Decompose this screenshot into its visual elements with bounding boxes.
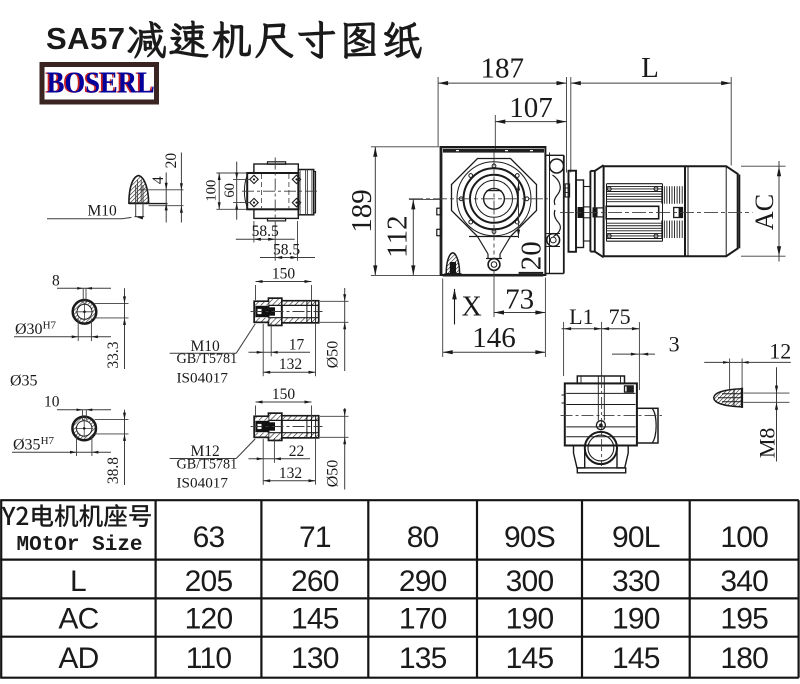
- svg-text:60: 60: [222, 183, 238, 198]
- svg-text:58.5: 58.5: [252, 223, 279, 240]
- svg-text:38.8: 38.8: [105, 457, 122, 484]
- svg-text:Ø50: Ø50: [325, 341, 342, 369]
- svg-text:145: 145: [612, 642, 660, 675]
- svg-text:20: 20: [163, 153, 180, 169]
- svg-text:107: 107: [509, 92, 553, 124]
- svg-text:M8: M8: [755, 428, 780, 459]
- svg-text:SA57: SA57: [46, 21, 126, 56]
- svg-text:M10: M10: [88, 203, 118, 220]
- svg-text:71: 71: [299, 521, 331, 554]
- svg-text:130: 130: [291, 642, 339, 675]
- svg-text:L: L: [641, 52, 659, 84]
- svg-text:187: 187: [481, 53, 525, 85]
- svg-text:33.3: 33.3: [105, 341, 122, 368]
- svg-text:17: 17: [289, 336, 305, 353]
- svg-text:58.5: 58.5: [273, 242, 300, 259]
- svg-text:150: 150: [272, 266, 296, 283]
- svg-text:330: 330: [612, 565, 660, 598]
- svg-text:146: 146: [472, 322, 516, 354]
- svg-text:170: 170: [399, 603, 447, 636]
- svg-text:190: 190: [612, 603, 660, 636]
- svg-text:GB/T5781: GB/T5781: [177, 456, 238, 472]
- svg-text:145: 145: [291, 603, 339, 636]
- svg-text:MOtOr Size: MOtOr Size: [17, 534, 143, 557]
- svg-text:10: 10: [44, 394, 60, 411]
- svg-text:BOSERL: BOSERL: [45, 65, 153, 100]
- svg-text:80: 80: [407, 521, 439, 554]
- svg-text:150: 150: [272, 386, 296, 403]
- svg-text:100: 100: [204, 180, 220, 202]
- svg-text:260: 260: [291, 565, 339, 598]
- svg-text:AC: AC: [58, 603, 98, 636]
- svg-text:L1: L1: [569, 304, 593, 329]
- svg-text:100: 100: [720, 521, 768, 554]
- svg-text:M12: M12: [191, 443, 220, 460]
- svg-text:180: 180: [720, 642, 768, 675]
- svg-text:M10: M10: [191, 338, 221, 355]
- svg-text:189: 189: [346, 189, 378, 233]
- svg-text:190: 190: [506, 603, 554, 636]
- svg-text:L: L: [70, 565, 87, 598]
- svg-text:135: 135: [399, 642, 447, 675]
- svg-text:3: 3: [669, 331, 680, 356]
- svg-text:Ø35: Ø35: [10, 373, 38, 390]
- svg-text:145: 145: [506, 642, 554, 675]
- svg-text:132: 132: [279, 356, 302, 373]
- svg-text:300: 300: [506, 565, 554, 598]
- svg-text:120: 120: [185, 603, 233, 636]
- svg-text:AD: AD: [58, 642, 98, 675]
- svg-text:63: 63: [193, 521, 225, 554]
- svg-text:AC: AC: [750, 194, 779, 230]
- svg-text:Ø50: Ø50: [325, 460, 342, 488]
- svg-text:BOSERL: BOSERL: [47, 65, 155, 100]
- svg-text:205: 205: [185, 565, 233, 598]
- svg-text:8: 8: [52, 273, 60, 290]
- svg-text:22: 22: [289, 443, 305, 460]
- svg-text:IS04017: IS04017: [177, 369, 229, 386]
- svg-text:12: 12: [769, 338, 791, 363]
- svg-text:75: 75: [609, 304, 631, 329]
- svg-text:195: 195: [720, 603, 768, 636]
- svg-text:112: 112: [382, 215, 414, 257]
- svg-text:IS04017: IS04017: [177, 475, 229, 492]
- svg-text:340: 340: [720, 565, 768, 598]
- svg-text:X: X: [462, 292, 482, 323]
- svg-text:90S: 90S: [504, 521, 555, 554]
- svg-text:90L: 90L: [612, 521, 660, 554]
- svg-text:GB/T5781: GB/T5781: [177, 351, 238, 367]
- svg-text:290: 290: [399, 565, 447, 598]
- svg-text:20: 20: [516, 241, 548, 270]
- svg-text:110: 110: [186, 642, 232, 675]
- svg-text:132: 132: [279, 465, 302, 482]
- svg-text:73: 73: [505, 284, 534, 316]
- svg-text:4: 4: [150, 176, 167, 184]
